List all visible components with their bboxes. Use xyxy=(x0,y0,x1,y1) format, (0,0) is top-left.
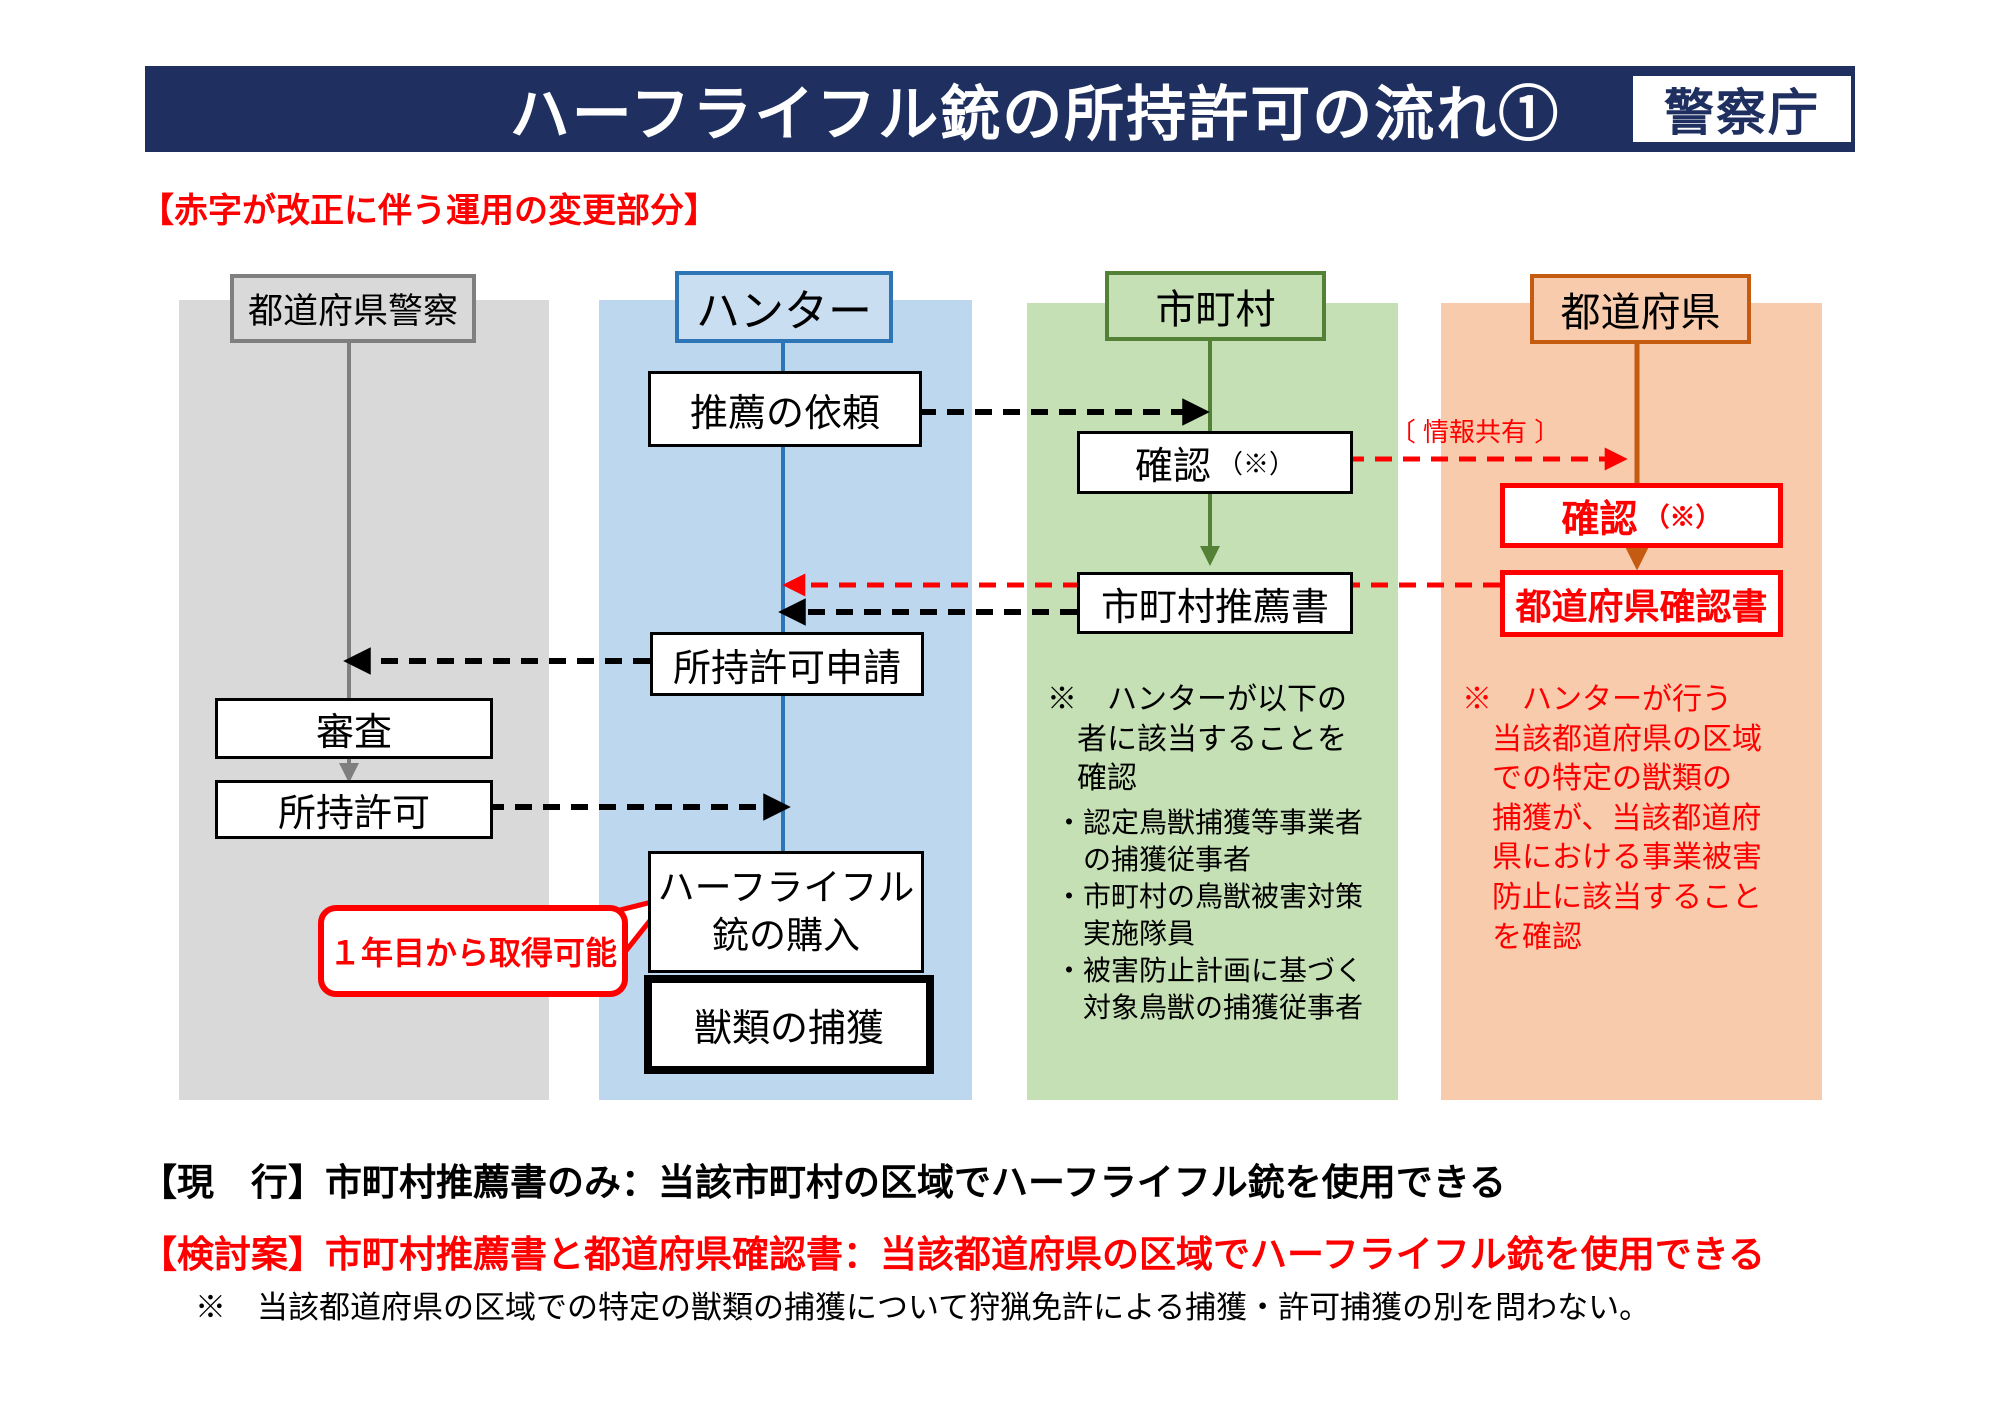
footer-current-rule: 【現 行】市町村推薦書のみ：当該市町村の区域でハーフライフル銃を使用できる xyxy=(140,1162,1507,1203)
node-municipality-letter: 市町村推薦書 xyxy=(1077,572,1353,634)
node-municipality-check-label: 確認 xyxy=(1134,446,1211,488)
node-permit-application: 所持許可申請 xyxy=(650,632,924,696)
title-bar: ハーフライフル銃の所持許可の流れ① xyxy=(145,66,1855,152)
legend-caption: 【赤字が改正に伴う運用の変更部分】 xyxy=(140,192,718,230)
node-examination: 審査 xyxy=(215,698,493,759)
footer-note: ※ 当該都道府県の区域での特定の獣類の捕獲について狩猟免許による捕獲・許可捕獲の… xyxy=(195,1290,1651,1325)
node-animal-capture: 獣類の捕獲 xyxy=(644,975,934,1074)
node-municipality-check: 確認 （※） xyxy=(1077,431,1353,494)
node-municipality-check-note-ref: （※） xyxy=(1217,449,1296,479)
lane-header-prefecture: 都道府県 xyxy=(1530,274,1751,344)
lane-header-hunter: ハンター xyxy=(675,271,893,343)
node-possession-permit: 所持許可 xyxy=(215,780,493,839)
info-share-label: 〔 情報共有 〕 xyxy=(1389,417,1561,447)
note-municipality-bullets: ・認定鳥獣捕獲等事業者 の捕獲従事者 ・市町村の鳥獣被害対策 実施隊員 ・被害防… xyxy=(1055,807,1364,1023)
agency-badge: 警察庁 xyxy=(1633,76,1851,142)
note-prefecture: ※ ハンターが行う 当該都道府県の区域 での特定の獣類の 捕獲が、当該都道府 県… xyxy=(1462,683,1762,954)
lane-band-prefecture xyxy=(1441,303,1822,1100)
node-prefecture-check-label: 確認 xyxy=(1561,499,1638,541)
lane-header-municipality: 市町村 xyxy=(1105,271,1326,341)
node-prefecture-check: 確認 （※） xyxy=(1500,483,1783,548)
node-prefecture-letter: 都道府県確認書 xyxy=(1500,570,1783,637)
node-gun-purchase: ハーフライフル 銃の購入 xyxy=(648,851,924,973)
note-municipality-head: ※ ハンターが以下の 者に該当することを 確認 xyxy=(1047,683,1347,796)
callout-first-year: １年目から取得可能 xyxy=(318,905,628,997)
node-recommendation-request: 推薦の依頼 xyxy=(648,371,922,447)
footer-proposal-rule: 【検討案】市町村推薦書と都道府県確認書：当該都道府県の区域でハーフライフル銃を使… xyxy=(140,1234,1766,1275)
lane-header-police: 都道府県警察 xyxy=(230,274,476,343)
node-prefecture-check-note-ref: （※） xyxy=(1643,502,1722,532)
page-title: ハーフライフル銃の所持許可の流れ① xyxy=(509,80,1561,148)
